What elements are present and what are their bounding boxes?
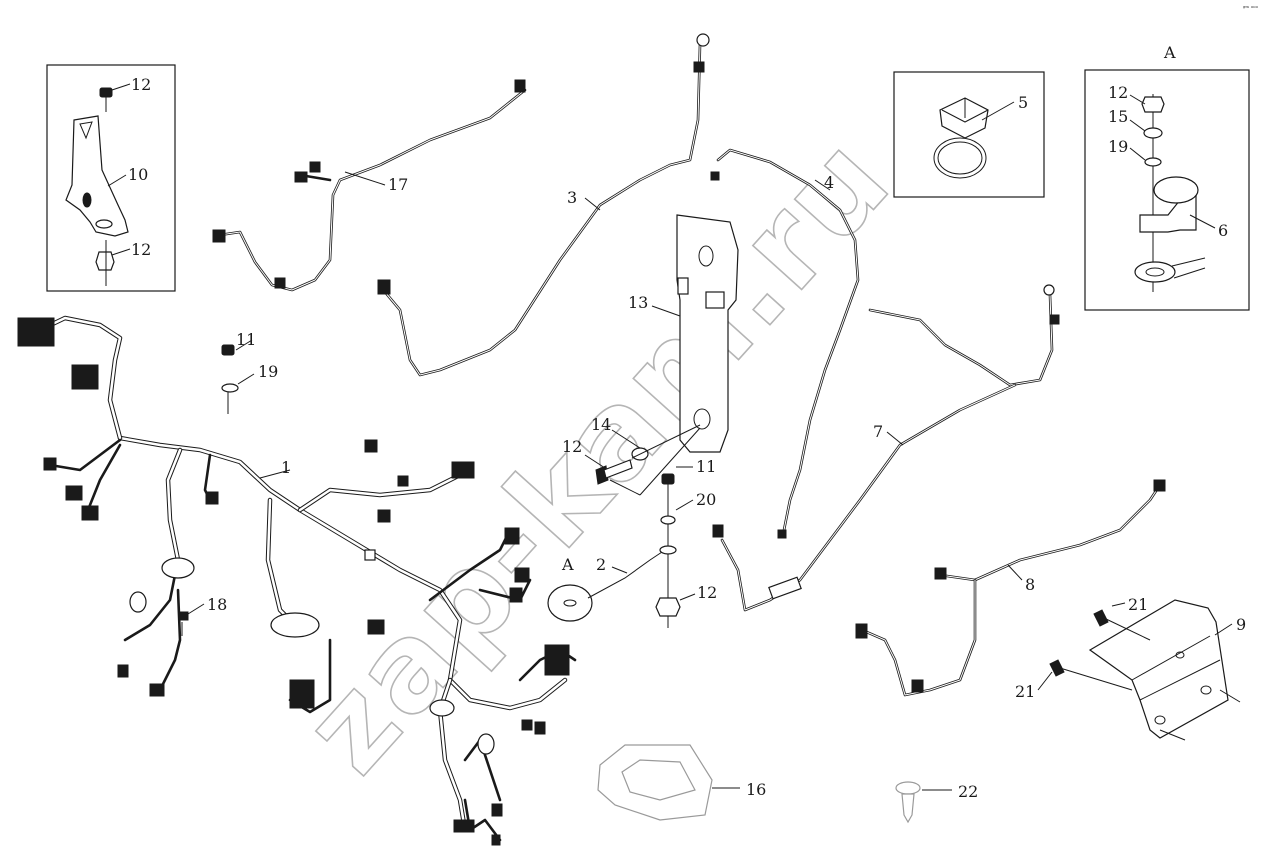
grommet-icon [161, 557, 195, 579]
fastener-group-14-15 [584, 424, 701, 496]
screw-22 [895, 781, 952, 824]
callout-21: 21 [1128, 595, 1148, 614]
callout-5: 5 [1018, 93, 1028, 112]
inset-bracket-10 [46, 64, 176, 292]
watermark: zap-kam.ru [277, 109, 919, 800]
washer-15-icon [1143, 127, 1163, 139]
callout-1: 1 [281, 458, 291, 477]
screw-22-icon [895, 781, 921, 795]
callout-18: 18 [207, 595, 227, 614]
bracket-13 [651, 214, 739, 453]
nut-12-lower-icon [655, 597, 681, 617]
bolt-21-icon [1093, 609, 1109, 627]
harness-7 [712, 284, 1060, 612]
callout-8: 8 [1025, 575, 1035, 594]
callout-13: 13 [628, 293, 648, 312]
callout-14b: 12 [562, 437, 582, 456]
inset-frame-left [46, 64, 176, 292]
grommet-16 [597, 744, 740, 821]
callout-15: 14 [591, 415, 611, 434]
callout-4: 4 [824, 173, 834, 192]
callout-9: 9 [1236, 615, 1246, 634]
bolt-14-icon [99, 87, 113, 98]
callout-a: A [561, 555, 574, 574]
washer-20-icon [660, 515, 676, 525]
callout-12: 12 [131, 240, 151, 259]
callout-17: 17 [388, 175, 408, 194]
plate-9 [1037, 599, 1241, 741]
callout-10: 10 [128, 165, 148, 184]
clip-5-icon [939, 97, 989, 139]
plate-9-icon [1088, 599, 1229, 739]
fastener-group-center [547, 466, 696, 628]
callout-22: 22 [958, 782, 978, 801]
harness-17 [212, 79, 527, 292]
bolt-11-icon [661, 473, 675, 485]
inset-frame-detail-a [1084, 69, 1250, 311]
callout-labels: 12 10 12 17 3 4 5 12 15 19 6 13 11 19 14… [128, 75, 1246, 801]
callout-2: 2 [596, 555, 606, 574]
harness-8 [855, 479, 1166, 697]
callout-21b: 21 [1015, 682, 1035, 701]
big-connector-icon [17, 317, 55, 347]
corner-mark: ᵍᵐ ᵒᵒᵒ [1243, 5, 1259, 12]
callout-16: 16 [746, 780, 766, 799]
callout-11: 11 [236, 330, 256, 349]
detail-a-title: A [1163, 43, 1176, 62]
callout-12b: 12 [1108, 83, 1128, 102]
connector-icon [212, 229, 226, 243]
callout-14: 12 [131, 75, 151, 94]
washer-19-icon [1144, 157, 1162, 167]
inset-clip-5 [893, 71, 1045, 198]
grommet-large-icon [270, 612, 320, 638]
nut-12-icon [95, 251, 115, 271]
callout-12c: 12 [697, 583, 717, 602]
main-harness-1 [17, 315, 577, 846]
detail-a: A [1084, 43, 1250, 311]
harness-4 [710, 148, 860, 539]
callout-19b: 19 [1108, 137, 1128, 156]
bracket-10-icon [65, 115, 129, 237]
callout-20: 20 [696, 490, 716, 509]
callout-15b: 15 [1108, 107, 1128, 126]
callout-6: 6 [1218, 221, 1228, 240]
callout-11b: 11 [696, 457, 716, 476]
callout-7: 7 [873, 422, 883, 441]
ring-terminal-2-icon [547, 584, 593, 622]
bracket-13-icon [676, 214, 739, 453]
nut-12-detail-icon [1141, 96, 1165, 113]
inset-frame-clip [893, 71, 1045, 198]
callout-19: 19 [258, 362, 278, 381]
harness-3 [377, 33, 710, 377]
watermark-text: zap-kam.ru [278, 110, 918, 799]
callout-3: 3 [567, 188, 577, 207]
